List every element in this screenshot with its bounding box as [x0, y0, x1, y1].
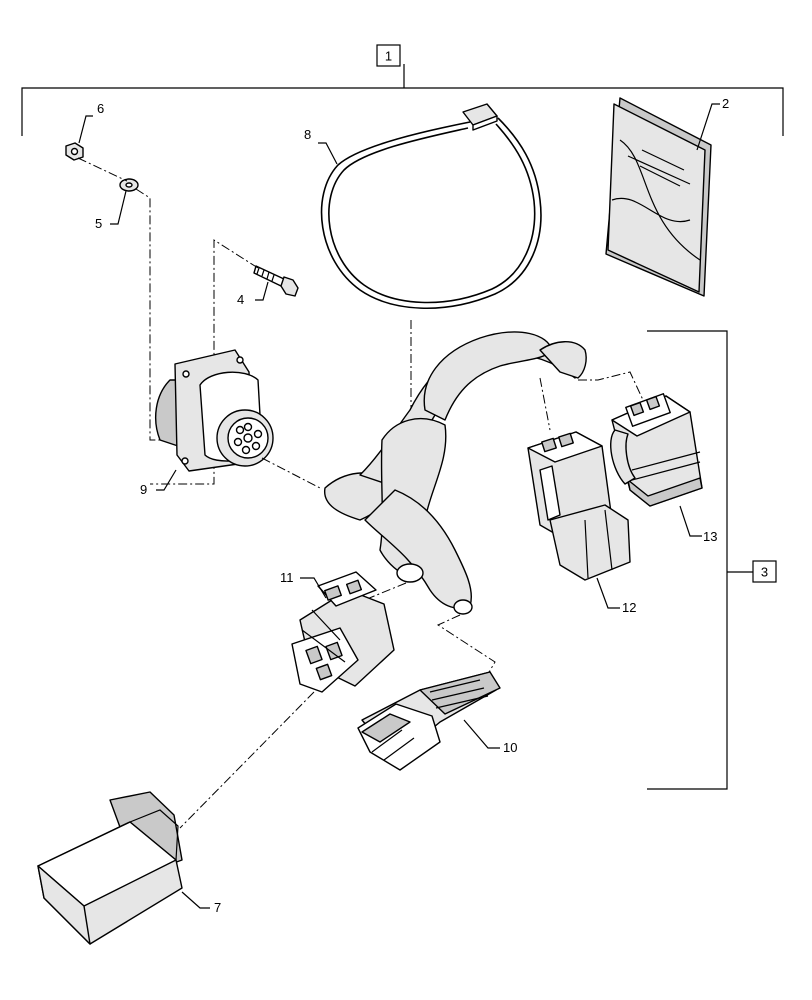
- callout-7: 7: [214, 900, 221, 915]
- cable-tie-part: [320, 103, 542, 310]
- leader-6: [78, 115, 93, 144]
- callout-13: 13: [703, 529, 717, 544]
- leader-13: [679, 505, 702, 537]
- round-connector-part: [155, 349, 274, 472]
- callout-4: 4: [237, 292, 244, 307]
- callout-11: 11: [280, 570, 294, 585]
- connector-13-part: [610, 393, 703, 507]
- callout-1-label: 1: [385, 49, 392, 64]
- leader-7: [181, 891, 210, 909]
- leader-8: [318, 142, 338, 165]
- callout-5: 5: [95, 216, 102, 231]
- leader-2: [696, 103, 720, 151]
- connector-11-part: [291, 571, 395, 693]
- connector-12-part: [527, 431, 631, 581]
- callout-2: 2: [722, 96, 729, 111]
- connector-10-part: [357, 671, 501, 771]
- callout-10: 10: [503, 740, 517, 755]
- leader-4: [255, 281, 269, 301]
- callout-9: 9: [140, 482, 147, 497]
- callout-6: 6: [97, 101, 104, 116]
- callout-3[interactable]: 3: [752, 560, 777, 583]
- callout-3-label: 3: [761, 565, 768, 580]
- callout-12: 12: [622, 600, 636, 615]
- washer-part: [119, 178, 139, 192]
- leader-5: [110, 190, 127, 225]
- hex-nut-part: [65, 142, 84, 161]
- kit-bracket: [21, 64, 784, 136]
- wiring-harness-part: [324, 331, 587, 615]
- leader-9: [156, 469, 177, 491]
- callout-1[interactable]: 1: [376, 44, 401, 67]
- relay-module-part: [37, 791, 183, 945]
- harness-bracket: [647, 330, 753, 790]
- callout-8: 8: [304, 127, 311, 142]
- leader-10: [463, 719, 500, 749]
- leader-12: [596, 577, 620, 609]
- leader-11: [300, 577, 327, 599]
- bolt-part: [253, 265, 299, 297]
- instruction-booklet-part: [605, 97, 712, 297]
